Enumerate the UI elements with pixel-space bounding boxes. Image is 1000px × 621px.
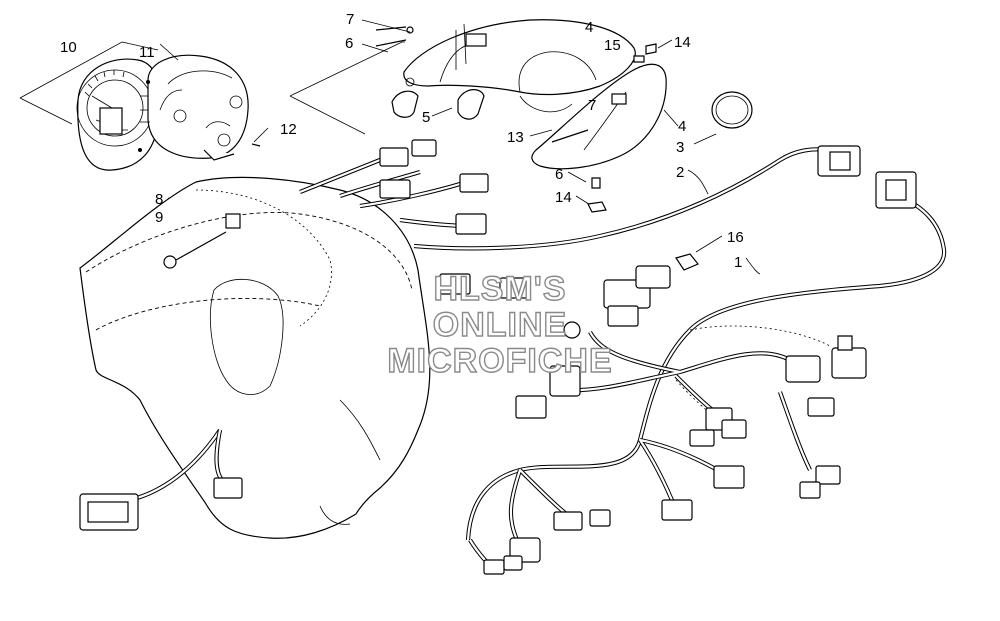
gauge-cluster: [76, 54, 261, 171]
callout-4-upper: 4: [585, 19, 593, 36]
watermark-line-3: MICROFICHE: [387, 342, 612, 380]
callout-6-upper: 6: [345, 35, 353, 52]
callout-11: 11: [139, 44, 155, 61]
callout-15: 15: [604, 37, 621, 54]
ring-part: [711, 91, 753, 129]
callout-4-lower: 4: [678, 118, 686, 135]
callout-1: 1: [734, 254, 742, 271]
callout-5: 5: [422, 109, 430, 126]
callout-9: 9: [155, 209, 163, 226]
callout-16: 16: [727, 229, 744, 246]
watermark: HLSM'S ONLINE MICROFICHE: [387, 269, 613, 380]
callout-6-lower: 6: [555, 166, 563, 183]
callout-2: 2: [676, 164, 684, 181]
upper-cover-assembly: [375, 19, 667, 213]
callout-10: 10: [60, 39, 77, 56]
wire-harness: [129, 147, 947, 572]
callout-13: 13: [507, 129, 524, 146]
watermark-line-2: ONLINE: [433, 306, 567, 344]
callout-7-upper: 7: [346, 11, 354, 28]
callout-14-upper: 14: [674, 34, 691, 51]
front-body-housing: [79, 176, 431, 539]
callout-8: 8: [155, 191, 163, 208]
callout-12: 12: [280, 121, 297, 138]
callout-14-lower: 14: [555, 189, 572, 206]
callout-7-lower: 7: [588, 97, 596, 114]
watermark-line-1: HLSM'S: [433, 270, 566, 308]
harness-connectors: [79, 139, 917, 575]
callout-3: 3: [676, 139, 684, 156]
callout-labels: 1 2 3 4 4 5 6 6 7 7 8 9 10 11 12 13 14 1…: [60, 11, 744, 271]
